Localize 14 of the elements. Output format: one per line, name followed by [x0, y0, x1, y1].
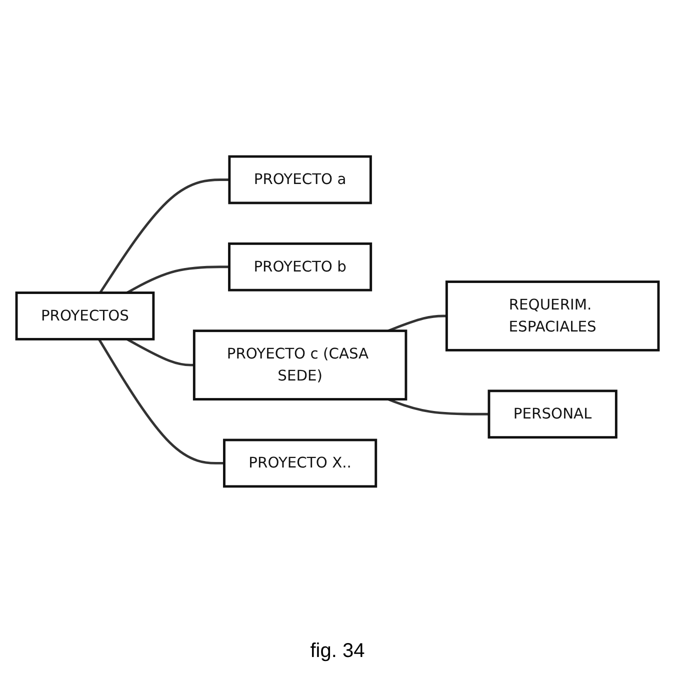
node-box [445, 280, 660, 351]
connector [99, 178, 230, 293]
connector [126, 338, 194, 366]
node-box [223, 438, 378, 488]
node-box [15, 291, 155, 340]
node-box [228, 154, 372, 204]
node-box [228, 242, 372, 291]
node-box [192, 329, 408, 400]
figure-caption: fig. 34 [310, 640, 365, 663]
connector [98, 338, 224, 464]
node-box [488, 389, 618, 438]
flowchart-drawing: PROYECTOS PROYECTO a PROYECTO b PROYECTO c (CASA SEDE) PROYECTO X.. REQUERIM. ESPACIALES PERSONAL [10, 150, 665, 492]
connector [388, 398, 489, 415]
connector [126, 265, 230, 294]
